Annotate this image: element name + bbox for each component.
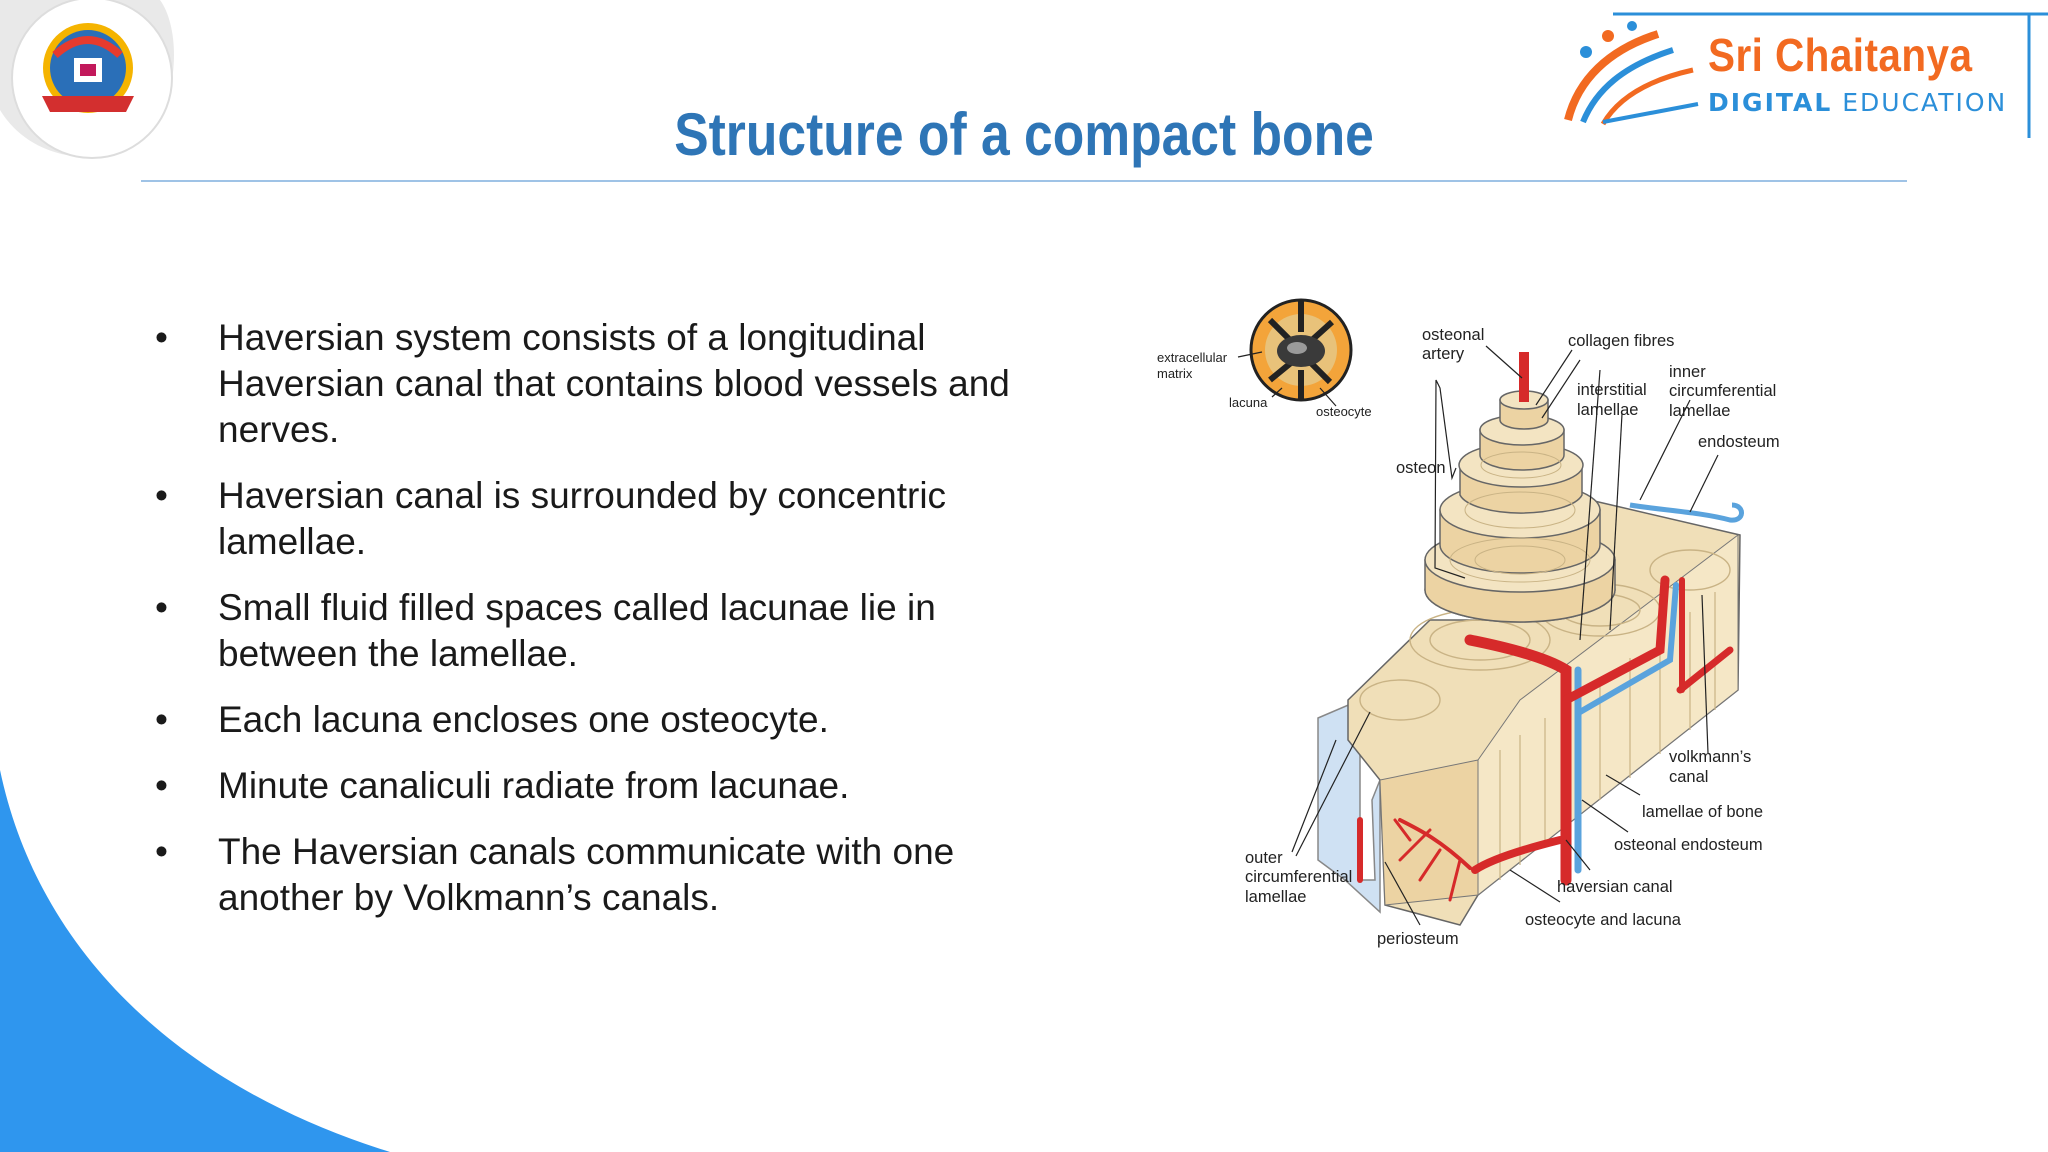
- title-underline: [141, 180, 1907, 182]
- label-osteon: osteon: [1396, 459, 1446, 477]
- brand-logo: Sri Chaitanya DIGITAL EDUCATION: [1548, 0, 2048, 145]
- label-interstitial-2: lamellae: [1577, 401, 1638, 419]
- bullet-dot: •: [155, 317, 168, 358]
- bullet-text: Haversian canal is surrounded by concent…: [218, 475, 947, 562]
- brand-name: Sri Chaitanya: [1708, 29, 1973, 81]
- bullet-item: • Small fluid filled spaces called lacuna…: [150, 585, 1030, 677]
- label-osteonal-endosteum: osteonal endosteum: [1614, 836, 1763, 854]
- brand-subtitle: DIGITAL EDUCATION: [1708, 88, 2007, 117]
- bullet-text: Each lacuna encloses one osteocyte.: [218, 699, 829, 740]
- periosteum-sheet: [1317, 698, 1381, 914]
- label-inner-circ-2: circumferential: [1669, 382, 1776, 400]
- label-volkmanns-1: volkmann’s: [1669, 748, 1751, 766]
- bullet-text: Minute canaliculi radiate from lacunae.: [218, 765, 850, 806]
- osteonal-artery: [1519, 352, 1529, 402]
- label-interstitial-1: interstitial: [1577, 381, 1647, 399]
- label-inner-circ-1: inner: [1669, 363, 1706, 381]
- label-extracellular-2: matrix: [1157, 366, 1193, 381]
- bullet-dot: •: [155, 831, 168, 872]
- label-periosteum: periosteum: [1377, 930, 1459, 948]
- bullet-item: • Each lacuna encloses one osteocyte.: [150, 697, 1030, 743]
- bullet-dot: •: [155, 699, 168, 740]
- osteon-stack: [1424, 390, 1616, 623]
- bullet-list: • Haversian system consists of a longitud…: [150, 315, 1030, 941]
- bullet-dot: •: [155, 475, 168, 516]
- brand-graphic: [1564, 12, 2048, 138]
- brand-sub-rest: EDUCATION: [1832, 88, 2008, 117]
- label-extracellular-1: extracellular: [1157, 350, 1228, 365]
- bullet-dot: •: [155, 587, 168, 628]
- leader-lines: [1237, 345, 1719, 926]
- bullet-text: The Haversian canals communicate with on…: [218, 831, 955, 918]
- label-outer-circ-1: outer: [1245, 849, 1283, 867]
- diagram-labels: extracellular matrix lacuna osteocyte os…: [1157, 326, 1780, 948]
- bullet-text: Small fluid filled spaces called lacunae…: [218, 587, 936, 674]
- bullet-item: • Haversian system consists of a longitud…: [150, 315, 1030, 453]
- bullet-dot: •: [155, 765, 168, 806]
- label-lamellae-of-bone: lamellae of bone: [1642, 803, 1763, 821]
- bullet-item: • Haversian canal is surrounded by concen…: [150, 473, 1030, 565]
- label-endosteum: endosteum: [1698, 433, 1780, 451]
- label-osteocyte: osteocyte: [1316, 404, 1372, 419]
- label-osteonal-artery-2: artery: [1422, 345, 1465, 363]
- label-osteocyte-and-lacuna: osteocyte and lacuna: [1525, 911, 1682, 929]
- bullet-item: • The Haversian canals communicate with o…: [150, 829, 1030, 921]
- school-logo: [0, 0, 174, 159]
- label-outer-circ-3: lamellae: [1245, 888, 1306, 906]
- label-inner-circ-3: lamellae: [1669, 402, 1730, 420]
- label-lacuna: lacuna: [1229, 395, 1268, 410]
- endosteum-curl: [1629, 502, 1744, 523]
- label-outer-circ-2: circumferential: [1245, 868, 1352, 886]
- label-osteonal-artery-1: osteonal: [1422, 326, 1484, 344]
- blood-vessels: [1357, 575, 1734, 902]
- label-haversian-canal: haversian canal: [1557, 878, 1673, 896]
- compact-bone-diagram: extracellular matrix lacuna osteocyte os…: [1157, 298, 1780, 948]
- label-volkmanns-2: canal: [1669, 768, 1708, 786]
- bullet-item: • Minute canaliculi radiate from lacunae.: [150, 763, 1030, 809]
- bullet-text: Haversian system consists of a longitudi…: [218, 317, 1010, 450]
- slide-title: Structure of a compact bone: [674, 101, 1374, 168]
- brand-sub-bold: DIGITAL: [1708, 88, 1833, 117]
- label-collagen-fibres: collagen fibres: [1568, 332, 1674, 350]
- osteocyte-inset: [1249, 298, 1353, 402]
